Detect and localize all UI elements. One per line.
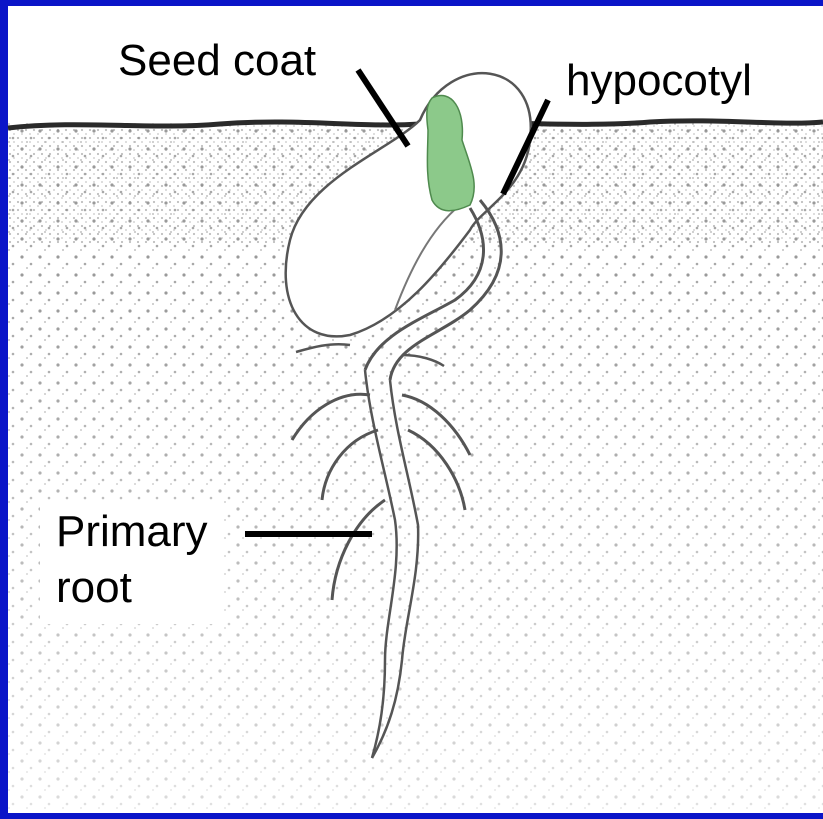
- primary-root-label-line1: Primary: [56, 504, 208, 560]
- frame-bottom: [0, 813, 823, 819]
- hypocotyl-label: hypocotyl: [566, 56, 752, 106]
- frame-left: [0, 0, 8, 819]
- frame-top: [0, 0, 823, 6]
- primary-root-label-line2: root: [56, 560, 208, 616]
- seed-coat-label: Seed coat: [118, 36, 316, 86]
- primary-root-label: Primary root: [40, 500, 224, 624]
